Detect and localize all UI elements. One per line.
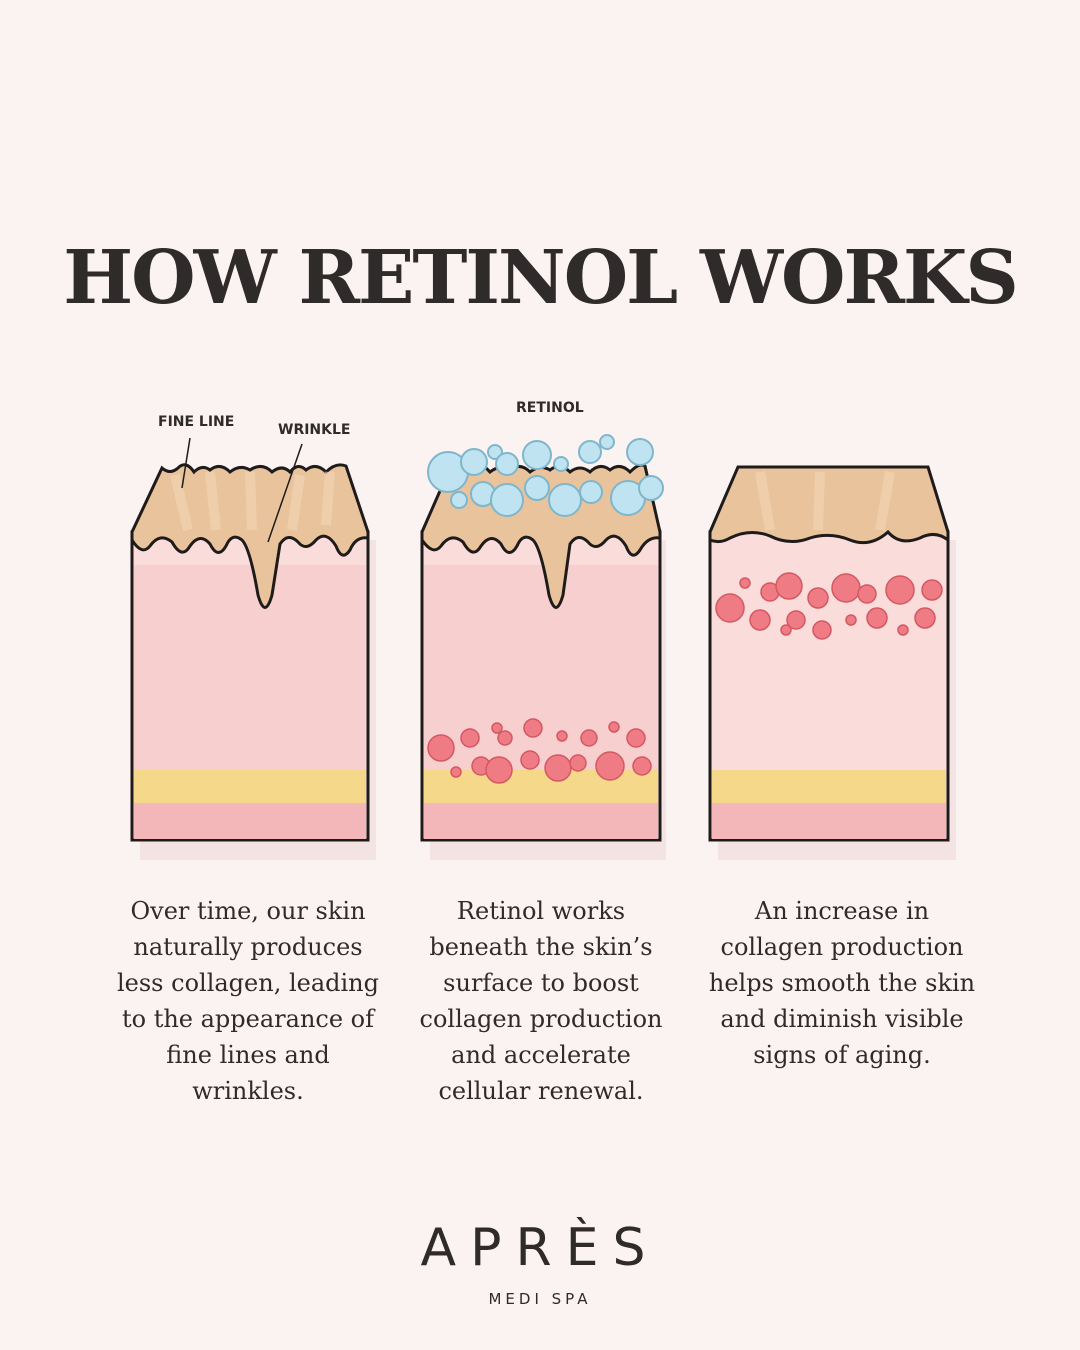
fine-line-pointer (181, 437, 191, 489)
collagen-cells-deep (427, 718, 652, 784)
wrinkle-pointer (267, 443, 303, 543)
fine-line-label: FINE LINE (158, 414, 234, 430)
caption-aged: Over time, our skin naturally produces l… (116, 897, 380, 1105)
caption-smooth: An increase in collagen production helps… (708, 897, 976, 1069)
skin-panel-aged: FINE LINE WRINKLE (130, 414, 376, 860)
wrinkle-label: WRINKLE (278, 422, 350, 438)
page-title: HOW RETINOL WORKS (63, 235, 1019, 321)
skin-panel-retinol: RETINOL (420, 400, 666, 860)
brand-logo: APRÈS (420, 1218, 660, 1278)
skin-diagram: FINE LINE WRINKLE (130, 400, 956, 860)
epidermis-smooth (708, 465, 950, 545)
skin-panel-smooth (708, 465, 956, 860)
retinol-label: RETINOL (516, 400, 584, 416)
caption-retinol: Retinol works beneath the skin’s surface… (419, 897, 663, 1105)
retinol-molecules (427, 434, 664, 517)
epidermis-aged (130, 463, 370, 609)
collagen-cells-surface (715, 572, 943, 640)
brand-subtitle: MEDI SPA (488, 1290, 592, 1308)
